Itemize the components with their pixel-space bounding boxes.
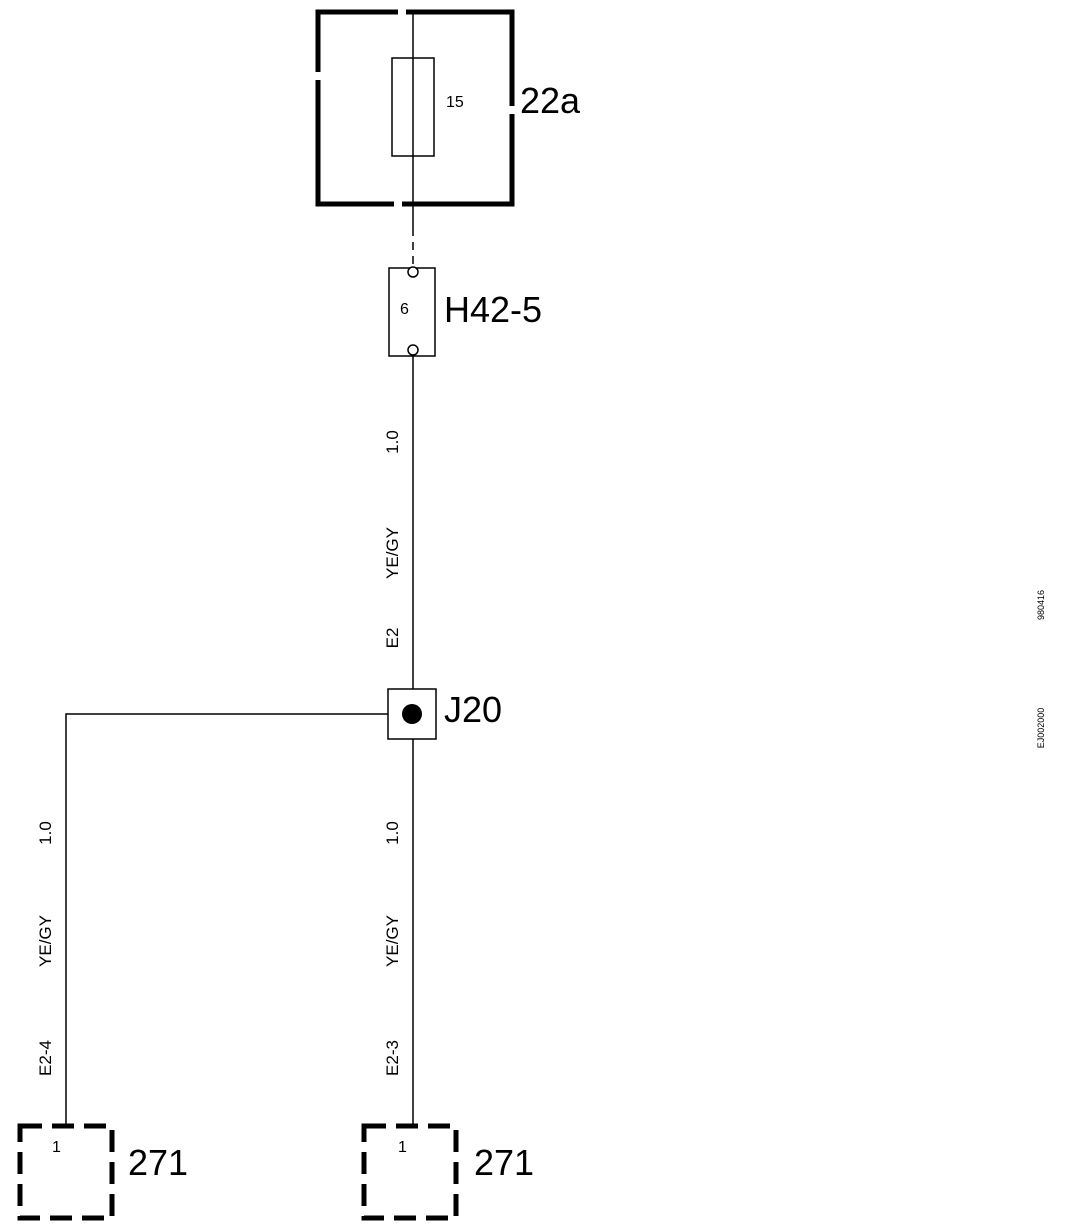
side-code-b: EJ002000 xyxy=(1036,708,1046,749)
splice-dot xyxy=(402,704,422,724)
connector-pin-bottom xyxy=(407,344,419,356)
side-code-a: 980416 xyxy=(1036,590,1046,620)
wire-right-color: YE/GY xyxy=(383,915,402,967)
connector-pin-top xyxy=(407,266,419,278)
wire-left xyxy=(65,713,388,1124)
connector-h42-5: 6 H42-5 xyxy=(388,266,542,357)
connector-pin-number: 6 xyxy=(400,301,409,318)
connector-label: H42-5 xyxy=(444,289,542,330)
component-right-pin: 1 xyxy=(398,1139,407,1156)
component-left-label: 271 xyxy=(128,1142,188,1183)
wire-top-color: YE/GY xyxy=(383,527,402,579)
fuse-number: 15 xyxy=(446,94,464,111)
wire-left-color: YE/GY xyxy=(36,915,55,967)
splice-label: J20 xyxy=(444,689,502,730)
fuse-box-22a: 15 22a xyxy=(315,9,581,207)
wire-left-circuit: E2-4 xyxy=(36,1040,55,1076)
wire-top-gauge: 1.0 xyxy=(383,430,402,454)
fuse-box-label: 22a xyxy=(520,80,581,121)
component-271-left: 1 271 xyxy=(17,1123,188,1221)
component-left-pin: 1 xyxy=(52,1139,61,1156)
wire-left-gauge: 1.0 xyxy=(36,821,55,845)
splice-j20: J20 xyxy=(387,688,502,740)
component-right-label: 271 xyxy=(474,1142,534,1183)
wire-top-circuit: E2 xyxy=(383,628,402,649)
component-271-right: 1 271 xyxy=(361,1123,534,1221)
wire-right-gauge: 1.0 xyxy=(383,821,402,845)
wire-right-circuit: E2-3 xyxy=(383,1040,402,1076)
